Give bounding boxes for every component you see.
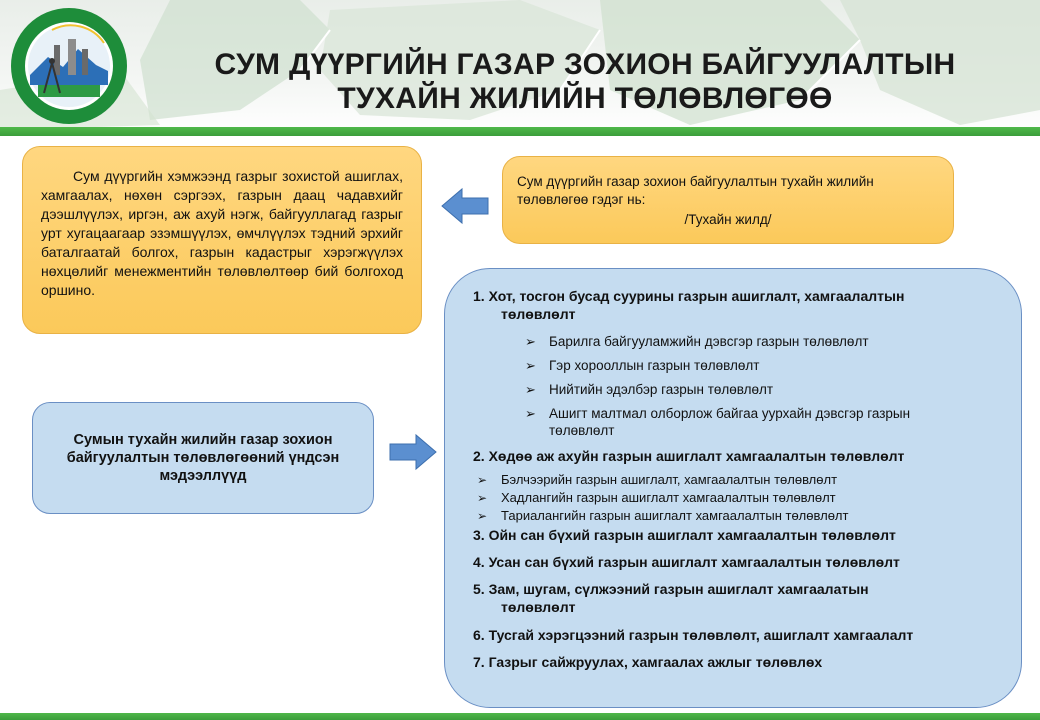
arrow-bullet-icon: ➢ — [525, 406, 536, 421]
list-item: 3. Ойн сан бүхий газрын ашиглалт хамгаал… — [473, 527, 896, 543]
list-item: 2. Хөдөө аж ахуйн газрын ашиглалт хамгаа… — [473, 448, 905, 464]
plan-list-box: 1. Хот, тосгон бусад суурины газрын ашиг… — [444, 268, 1022, 708]
logo — [8, 5, 130, 127]
arrow-bullet-icon: ➢ — [525, 334, 536, 349]
basic-info-text: Сумын тухайн жилийн газар зохион байгуул… — [66, 432, 340, 484]
list-subitem: ➢ Тариалангийн газрын ашиглалт хамгаалал… — [477, 508, 849, 523]
description-text: Сум дүүргийн хэмжээнд газрыг зохистой аш… — [41, 168, 403, 298]
list-item: 6. Тусгай хэрэгцээний газрын төлөвлөлт, … — [473, 627, 914, 643]
arrow-bullet-icon: ➢ — [477, 491, 488, 505]
arrow-left-icon — [441, 187, 489, 225]
basic-info-box: Сумын тухайн жилийн газар зохион байгуул… — [32, 402, 374, 514]
list-subitem: ➢ Барилга байгууламжийн дэвсгэр газрын т… — [525, 334, 869, 349]
footer-green-band — [0, 713, 1040, 720]
arrow-bullet-icon: ➢ — [477, 473, 488, 487]
definition-subtext: /Тухайн жилд/ — [684, 212, 772, 227]
list-subitem: ➢ Ашигт малтмал олборлож байгаа уурхайн … — [525, 406, 911, 438]
logo-emblem-icon — [11, 8, 127, 124]
list-item: 4. Усан сан бүхий газрын ашиглалт хамгаа… — [473, 554, 900, 570]
arrow-bullet-icon: ➢ — [525, 358, 536, 373]
title-line-2: ТУХАЙН ЖИЛИЙН ТӨЛӨВЛӨГӨӨ — [337, 82, 833, 115]
definition-text: Сум дүүргийн газар зохион байгуулалтын т… — [517, 174, 874, 207]
page-title: СУМ ДҮҮРГИЙН ГАЗАР ЗОХИОН БАЙГУУЛАЛТЫН Т… — [150, 48, 1020, 116]
description-box: Сум дүүргийн хэмжээнд газрыг зохистой аш… — [22, 146, 422, 334]
arrow-bullet-icon: ➢ — [525, 382, 536, 397]
header-green-band — [0, 127, 1040, 136]
arrow-bullet-icon: ➢ — [477, 509, 488, 523]
list-item: 7. Газрыг сайжруулах, хамгаалах ажлыг тө… — [473, 654, 823, 670]
arrow-right-icon — [389, 433, 437, 471]
title-line-1: СУМ ДҮҮРГИЙН ГАЗАР ЗОХИОН БАЙГУУЛАЛТЫН — [214, 48, 956, 81]
list-subitem: ➢ Нийтийн эдэлбэр газрын төлөвлөлт — [525, 382, 774, 397]
list-subitem: ➢ Гэр хорооллын газрын төлөвлөлт — [525, 358, 760, 373]
list-subitem: ➢ Хадлангийн газрын ашиглалт хамгаалалты… — [477, 490, 836, 505]
definition-box: Сум дүүргийн газар зохион байгуулалтын т… — [502, 156, 954, 244]
list-subitem: ➢ Бэлчээрийн газрын ашиглалт, хамгаалалт… — [477, 472, 838, 487]
list-item: 5. Зам, шугам, сүлжээний газрын ашиглалт… — [473, 581, 869, 615]
list-item: 1. Хот, тосгон бусад суурины газрын ашиг… — [473, 288, 905, 322]
